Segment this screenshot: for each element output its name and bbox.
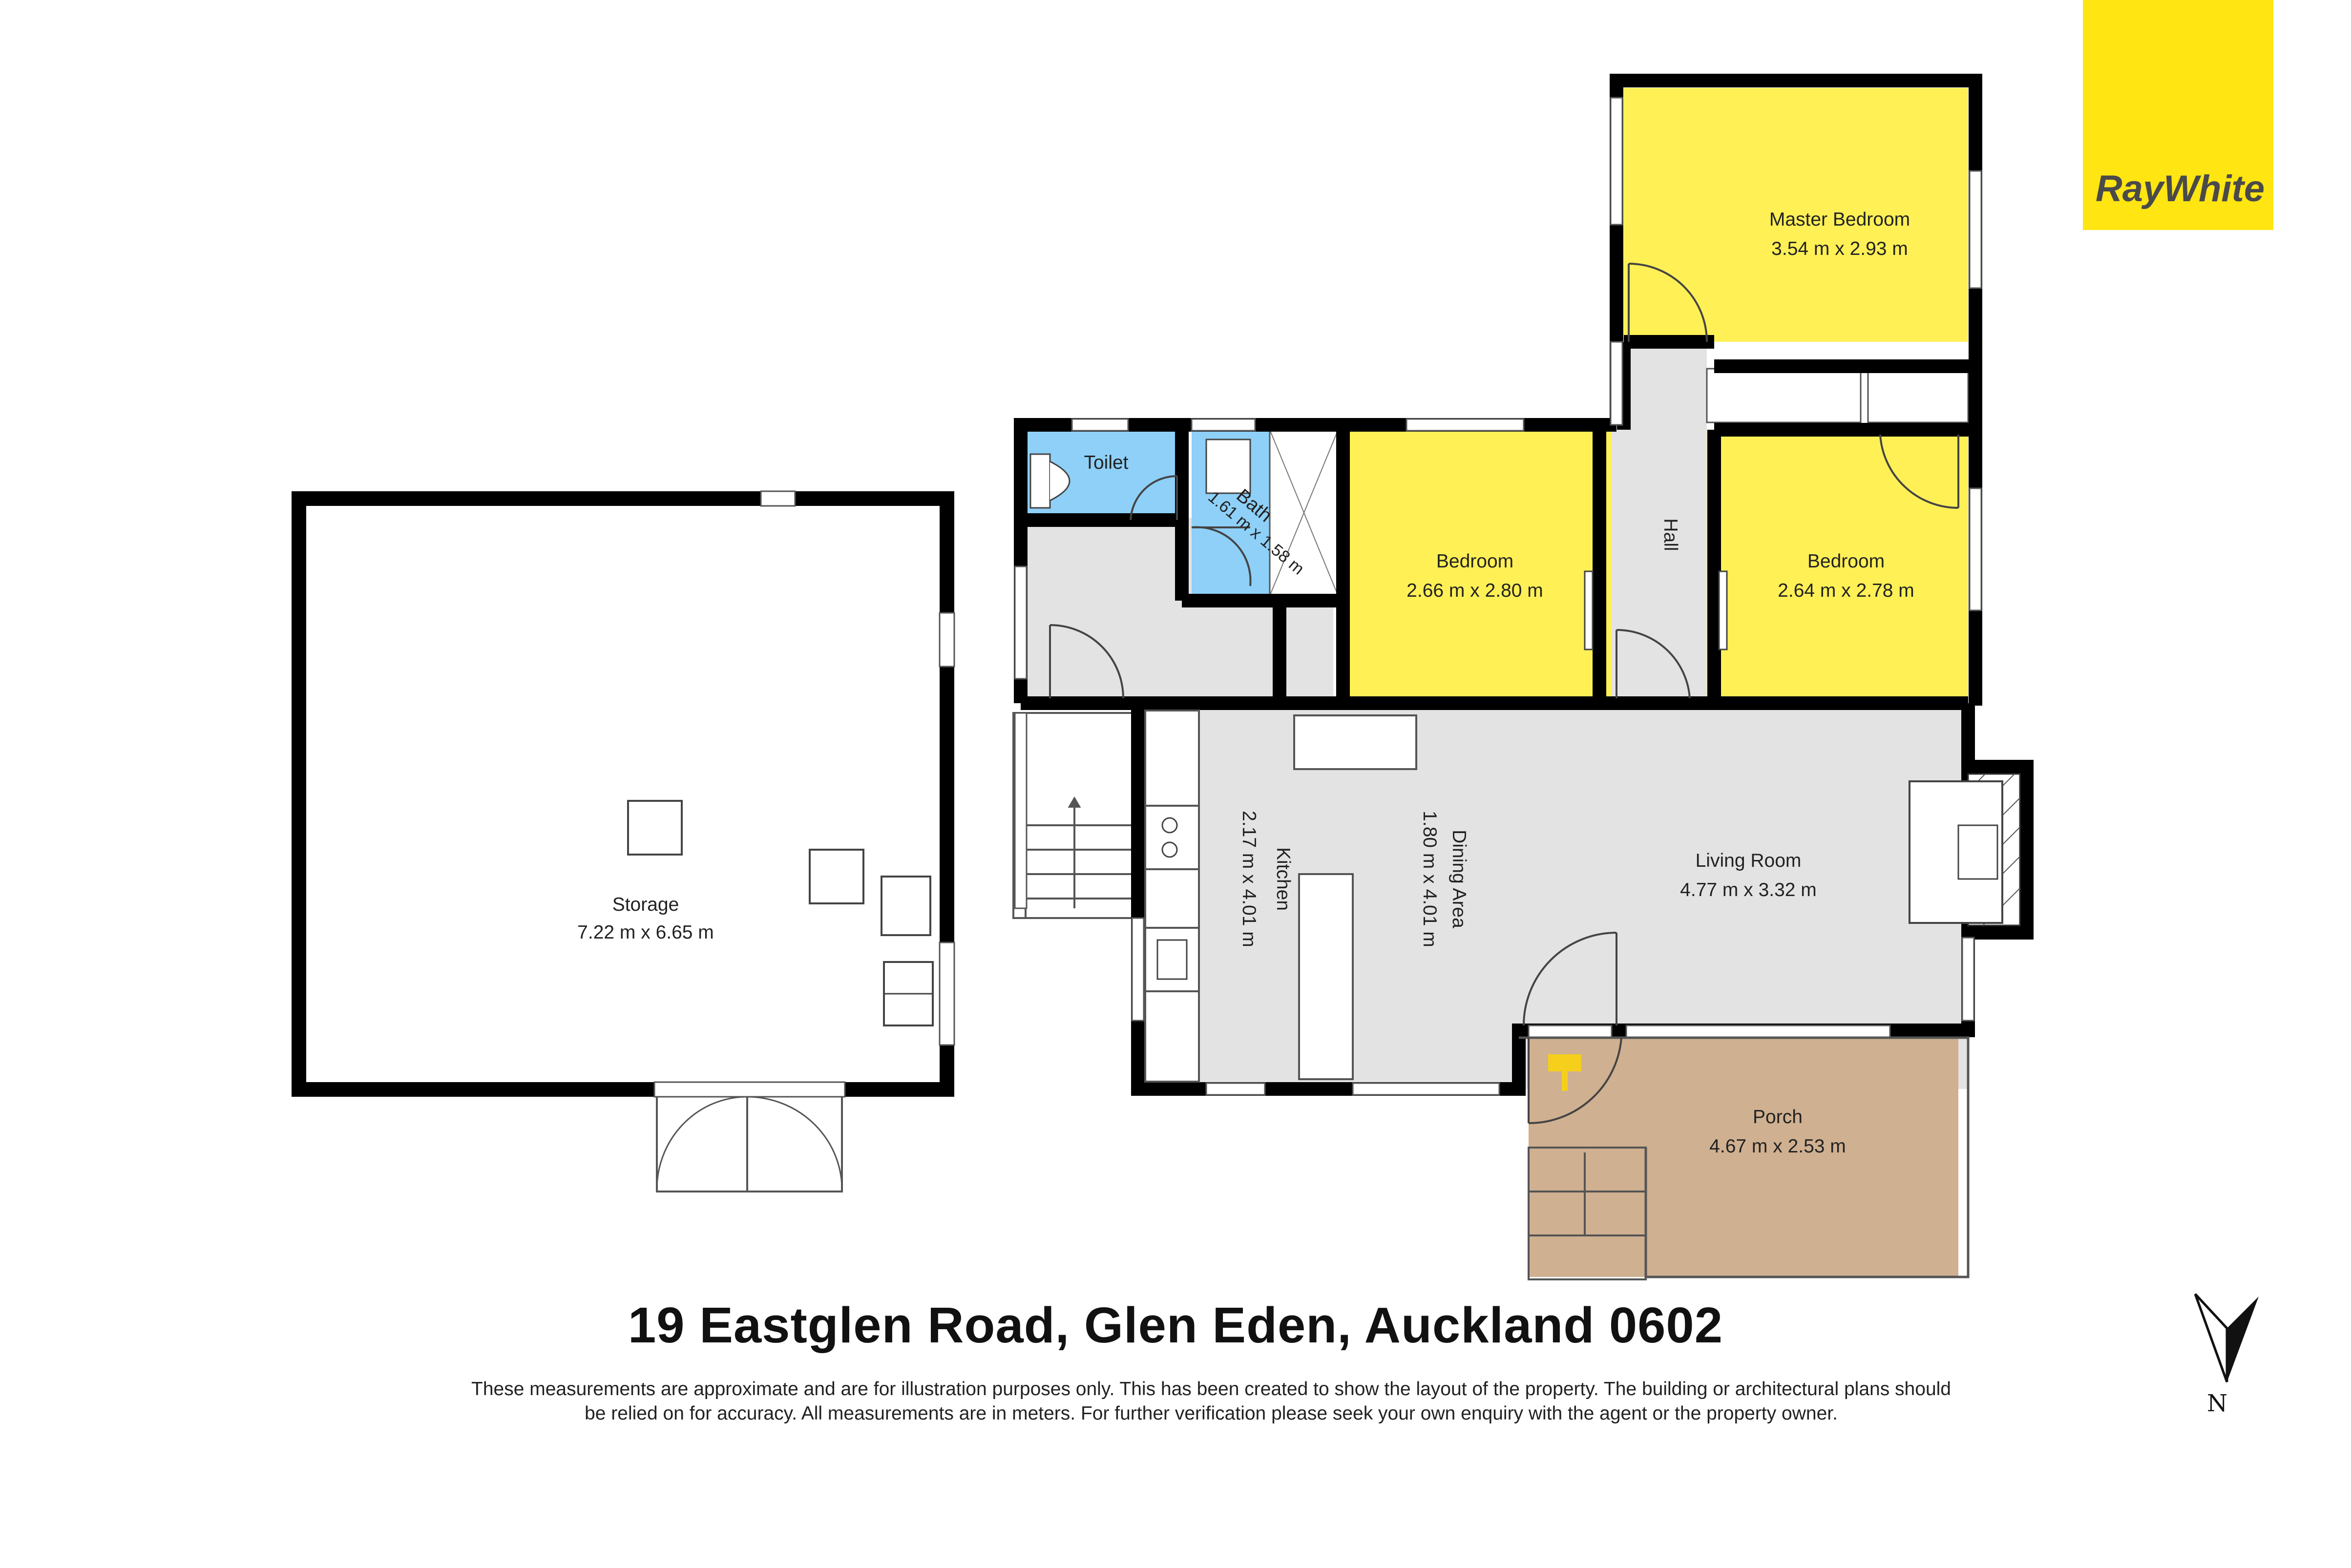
bedroom-2-name: Bedroom xyxy=(1807,551,1885,572)
compass-label: N xyxy=(2207,1390,2227,1417)
hall-name: Hall xyxy=(1660,518,1681,551)
master-bedroom-room xyxy=(1624,88,1968,342)
living-dims: 4.77 m x 3.32 m xyxy=(1680,879,1817,900)
stairs-left xyxy=(1012,712,1134,919)
living-floor xyxy=(1514,703,1968,1025)
main-house: Master Bedroom 3.54 m x 2.93 m Bedroom 2… xyxy=(1012,74,2034,1280)
toilet-name: Toilet xyxy=(1084,452,1128,473)
storage-room: Storage 7.22 m x 6.65 m xyxy=(292,490,955,1192)
disclaimer-text: These measurements are approximate and a… xyxy=(471,1379,1951,1424)
porch-dims: 4.67 m x 2.53 m xyxy=(1709,1136,1846,1157)
windows xyxy=(1014,97,1982,1096)
living-name: Living Room xyxy=(1696,850,1802,871)
entrance-arrow-icon xyxy=(1548,1054,1581,1091)
porch-name: Porch xyxy=(1753,1107,1803,1128)
doors xyxy=(1049,263,1959,1125)
property-address: 19 Eastglen Road, Glen Eden, Auckland 06… xyxy=(628,1297,1723,1353)
north-arrow-icon: N xyxy=(2194,1293,2259,1417)
storage-name: Storage xyxy=(612,894,679,915)
dining-name: Dining Area xyxy=(1448,830,1469,928)
bedroom-1-dims: 2.66 m x 2.80 m xyxy=(1406,580,1543,601)
dining-dims: 1.80 m x 4.01 m xyxy=(1419,811,1440,947)
bedroom-2-room xyxy=(1707,430,1968,703)
master-bedroom-name: Master Bedroom xyxy=(1769,209,1910,230)
storage-dims: 7.22 m x 6.65 m xyxy=(577,922,714,943)
bedroom-1-room xyxy=(1338,430,1612,703)
kitchen-name: Kitchen xyxy=(1273,847,1294,911)
bedroom-2-dims: 2.64 m x 2.78 m xyxy=(1778,580,1914,601)
svg-text:RayWhite: RayWhite xyxy=(2096,168,2265,209)
bedroom-1-name: Bedroom xyxy=(1436,551,1513,572)
master-bedroom-dims: 3.54 m x 2.93 m xyxy=(1771,238,1908,259)
kitchen-dims: 2.17 m x 4.01 m xyxy=(1238,811,1259,947)
kitchen-counters xyxy=(1144,710,1417,1083)
raywhite-logo: RayWhite xyxy=(2083,0,2273,230)
